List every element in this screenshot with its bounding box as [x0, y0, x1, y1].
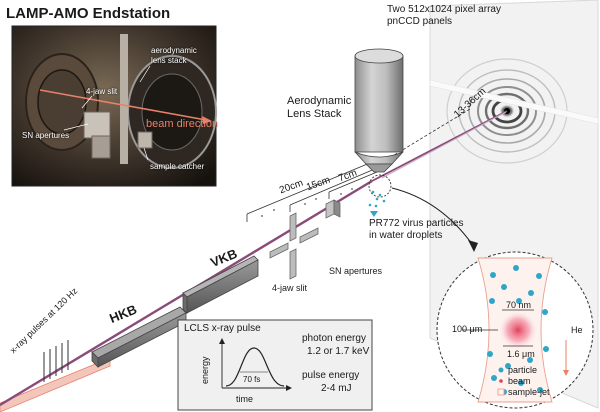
pulse-energy-label: pulse energy	[302, 370, 360, 381]
page-title: LAMP-AMO Endstation	[6, 5, 171, 22]
lcls-title: LCLS x-ray pulse	[184, 323, 261, 334]
photo-lens-rod	[120, 34, 128, 164]
lens-label-line2: Lens Stack	[287, 108, 342, 120]
legend-symbols	[497, 367, 505, 396]
photo-label-lens-stack: lens stack	[151, 56, 187, 65]
photo-inset	[11, 25, 217, 187]
lens-label-line1: Aerodynamic	[287, 95, 352, 107]
photo-beam-line	[39, 89, 207, 121]
photo-label-sn-apertures: SN apertures	[22, 131, 70, 140]
photon-energy-label: photon energy	[302, 333, 366, 344]
scale-70nm-label: 70 nm	[506, 300, 532, 310]
particles-label-line1: PR772 virus particles	[369, 218, 464, 229]
lcls-energy-axis: energy	[200, 356, 210, 384]
detector-label-line2: pnCCD panels	[387, 16, 453, 27]
magnify-arrow-head	[468, 240, 478, 252]
hkb-mirror	[91, 306, 187, 368]
legend-particle-label: particle	[508, 365, 538, 375]
aerodynamic-lens-stack	[354, 48, 404, 173]
jaw-slit-cross	[269, 212, 319, 280]
photo-label-beam-direction: beam direction	[146, 118, 219, 130]
beam-spot	[498, 310, 538, 350]
he-label: He	[571, 325, 583, 335]
scale-100um-label: 100 μm	[452, 324, 483, 334]
pulse-train	[43, 340, 69, 382]
photo-label-sample-catcher: sample catcher	[150, 162, 205, 171]
pulse-energy-value: 2-4 mJ	[321, 383, 352, 394]
sn-apertures-label: SN apertures	[329, 266, 383, 276]
lcls-pulse-width: 70 fs	[243, 375, 261, 384]
photo-label-jaw-slit: 4-jaw slit	[86, 87, 118, 96]
interaction-region	[368, 174, 392, 217]
particles-label-line2: in water droplets	[369, 230, 443, 241]
photo-beam-arrow	[202, 116, 212, 124]
photo-slit-block	[83, 111, 111, 139]
legend-jet-label: sample-jet	[508, 387, 550, 397]
pulse-curve	[225, 347, 285, 387]
detector-gap	[429, 79, 599, 125]
magnified-view	[436, 251, 594, 409]
he-flow-arrow	[563, 370, 569, 376]
photon-energy-value: 1.2 or 1.7 keV	[307, 346, 370, 357]
lcls-box	[177, 319, 373, 411]
vkb-mirror	[182, 255, 259, 314]
bracket-dots	[261, 188, 353, 217]
scale-16um-label: 1.6 μm	[507, 349, 535, 359]
detector-label-line1: Two 512x1024 pixel array	[387, 4, 501, 15]
lcls-time-axis: time	[236, 394, 254, 404]
legend-beam-label: beam	[508, 376, 531, 386]
jaw-slit-label: 4-jaw slit	[272, 283, 308, 293]
magnify-arrow-line	[391, 187, 473, 245]
photo-label-aerodynamic: aerodynamic	[151, 46, 197, 55]
sn-apertures-blocks	[325, 199, 341, 219]
